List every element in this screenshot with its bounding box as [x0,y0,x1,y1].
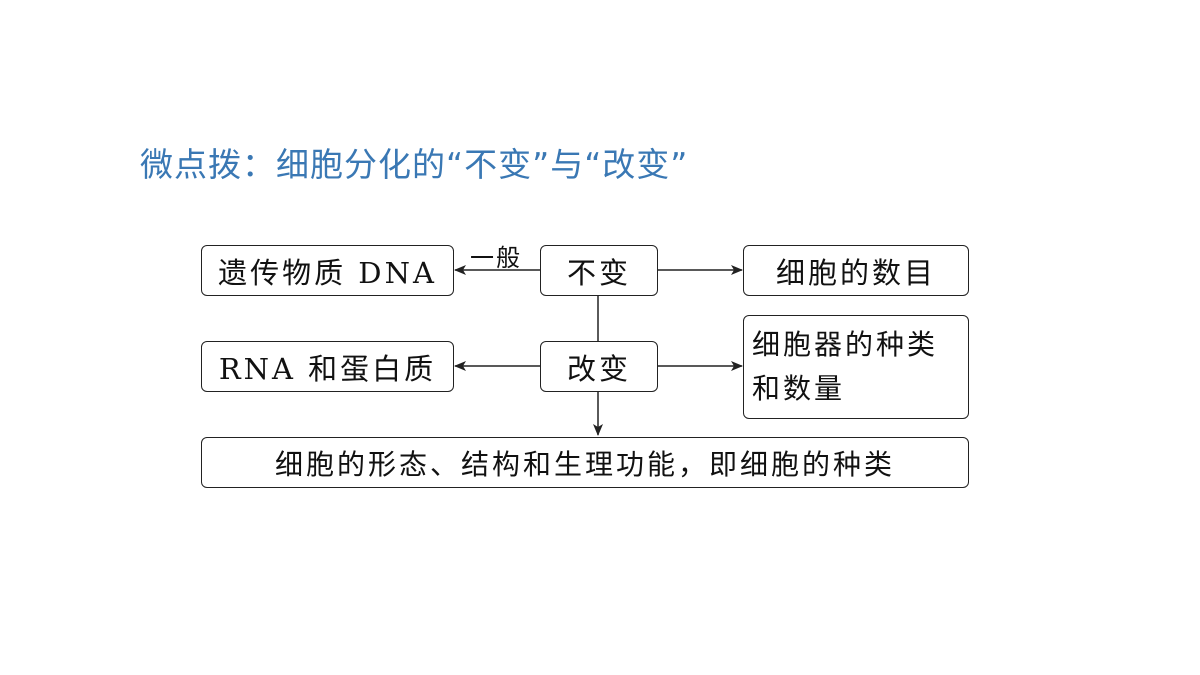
organelle-line1: 细胞器的种类 [752,328,939,361]
box-cell-number: 细胞的数目 [743,245,969,296]
box-organelle: 细胞器的种类 和数量 [743,315,969,419]
organelle-line2: 和数量 [752,372,846,405]
box-rna-protein: RNA 和蛋白质 [201,341,454,392]
box-changed: 改变 [540,341,658,392]
box-genetic-material: 遗传物质 DNA [201,245,454,296]
generally-label: 一般 [470,244,522,272]
box-unchanged: 不变 [540,245,658,296]
page-title: 微点拨：细胞分化的“不变”与“改变” [140,145,689,184]
box-morphology: 细胞的形态、结构和生理功能，即细胞的种类 [201,437,969,488]
